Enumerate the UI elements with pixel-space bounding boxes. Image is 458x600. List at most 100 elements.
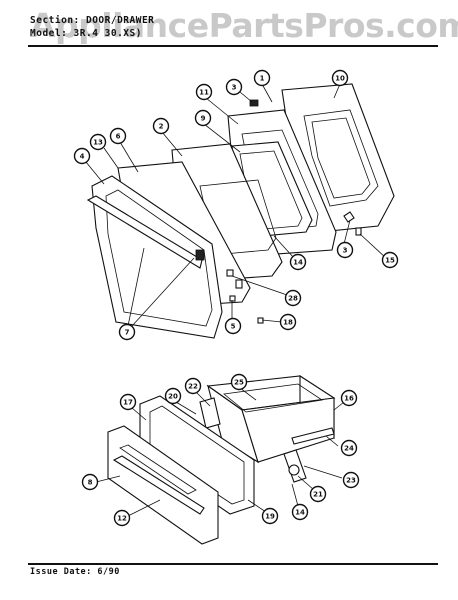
leader-7a bbox=[127, 247, 145, 327]
leader-6 bbox=[119, 141, 139, 173]
callout-2: 2 bbox=[152, 117, 170, 135]
callout-13: 13 bbox=[89, 133, 107, 151]
callout-circle bbox=[309, 485, 327, 503]
callout-label: 16 bbox=[344, 395, 354, 403]
callout-17: 17 bbox=[119, 393, 137, 411]
callout-label: 17 bbox=[123, 399, 133, 407]
callout-label: 19 bbox=[265, 513, 275, 521]
callout-circle bbox=[331, 69, 349, 87]
drawer-roller bbox=[288, 464, 300, 476]
callout-circle bbox=[291, 503, 309, 521]
leader-23 bbox=[303, 465, 343, 479]
callout-16: 16 bbox=[340, 389, 358, 407]
drawer-bracket-left bbox=[199, 397, 221, 429]
hinge-screw bbox=[355, 227, 362, 236]
callout-circle bbox=[336, 241, 354, 259]
callout-label: 10 bbox=[335, 75, 345, 83]
callout-label: 13 bbox=[93, 139, 103, 147]
callout-circle bbox=[253, 69, 271, 87]
callout-14: 14 bbox=[289, 253, 307, 271]
callout-circle bbox=[81, 473, 99, 491]
leader-3b bbox=[343, 219, 351, 245]
callout-label: 15 bbox=[385, 257, 395, 265]
leader-12 bbox=[127, 499, 161, 517]
leader-20 bbox=[175, 401, 197, 415]
callout-24: 24 bbox=[340, 439, 358, 457]
callout-20: 20 bbox=[164, 387, 182, 405]
callout-15: 15 bbox=[381, 251, 399, 269]
callout-label: 3 bbox=[343, 247, 348, 255]
callout-19: 19 bbox=[261, 507, 279, 525]
callout-4: 4 bbox=[73, 147, 91, 165]
callout-5: 5 bbox=[224, 317, 242, 335]
leader-19 bbox=[247, 499, 267, 513]
callout-circle bbox=[118, 323, 136, 341]
drawer-box-front-edge bbox=[241, 397, 335, 463]
callout-circle bbox=[340, 389, 358, 407]
drawer-assembly bbox=[95, 374, 345, 545]
callout-circle bbox=[224, 317, 242, 335]
callout-9: 9 bbox=[194, 109, 212, 127]
hinge-bracket bbox=[343, 211, 355, 223]
callout-circle bbox=[230, 373, 248, 391]
callout-label: 11 bbox=[199, 89, 209, 97]
callout-circle bbox=[342, 471, 360, 489]
leader-22 bbox=[195, 391, 211, 407]
leader-2 bbox=[161, 131, 183, 157]
callout-circle bbox=[194, 109, 212, 127]
callout-label: 25 bbox=[234, 379, 244, 387]
drawer-handle bbox=[112, 455, 205, 515]
leader-10 bbox=[333, 83, 341, 99]
callout-circle bbox=[119, 393, 137, 411]
footer-rule bbox=[28, 563, 438, 565]
callout-circle bbox=[284, 289, 302, 307]
leader-14a bbox=[273, 235, 295, 259]
leader-3a bbox=[239, 91, 253, 103]
callout-circle bbox=[279, 313, 297, 331]
section-title: Section: DOOR/DRAWER bbox=[30, 15, 155, 26]
callout-label: 22 bbox=[188, 383, 198, 391]
drawer-box-floor bbox=[223, 383, 324, 413]
outer-door-window bbox=[303, 109, 379, 207]
callout-label: 6 bbox=[116, 133, 121, 141]
callout-circle bbox=[113, 509, 131, 527]
callout-label: 3 bbox=[232, 84, 237, 92]
leader-17 bbox=[131, 407, 147, 421]
callout-label: 12 bbox=[117, 515, 127, 523]
leader-24 bbox=[325, 435, 339, 447]
header-rule bbox=[28, 45, 438, 47]
callout-circle bbox=[381, 251, 399, 269]
outer-door-window-inner bbox=[311, 117, 371, 199]
leader-14b bbox=[291, 483, 299, 507]
callout-label: 1 bbox=[260, 75, 265, 83]
issue-date: Issue Date: 6/90 bbox=[30, 567, 120, 577]
leader-4 bbox=[85, 161, 105, 185]
callout-23: 23 bbox=[342, 471, 360, 489]
leader-8 bbox=[95, 475, 121, 483]
leader-7b bbox=[131, 257, 195, 327]
callout-10: 10 bbox=[331, 69, 349, 87]
leader-15 bbox=[359, 233, 387, 259]
callout-12: 12 bbox=[113, 509, 131, 527]
callout-label: 4 bbox=[80, 153, 85, 161]
model-number: Model: 3R.4 30.XS) bbox=[30, 28, 142, 39]
watermark: AppliancePartsPros.com bbox=[30, 6, 458, 45]
callout-11: 11 bbox=[195, 83, 213, 101]
callout-label: 20 bbox=[168, 393, 178, 401]
callout-circle bbox=[340, 439, 358, 457]
callout-circle bbox=[195, 83, 213, 101]
leader-28 bbox=[231, 275, 291, 297]
callout-circle bbox=[184, 377, 202, 395]
callout-circle bbox=[109, 127, 127, 145]
callout-label: 21 bbox=[313, 491, 323, 499]
leader-11 bbox=[205, 97, 239, 125]
callout-label: 5 bbox=[231, 323, 236, 331]
callout-3: 3 bbox=[225, 78, 243, 96]
callout-21: 21 bbox=[309, 485, 327, 503]
callout-6: 6 bbox=[109, 127, 127, 145]
leader-1 bbox=[261, 83, 273, 103]
leader-9 bbox=[203, 123, 241, 153]
callout-25: 25 bbox=[230, 373, 248, 391]
callout-14: 14 bbox=[291, 503, 309, 521]
